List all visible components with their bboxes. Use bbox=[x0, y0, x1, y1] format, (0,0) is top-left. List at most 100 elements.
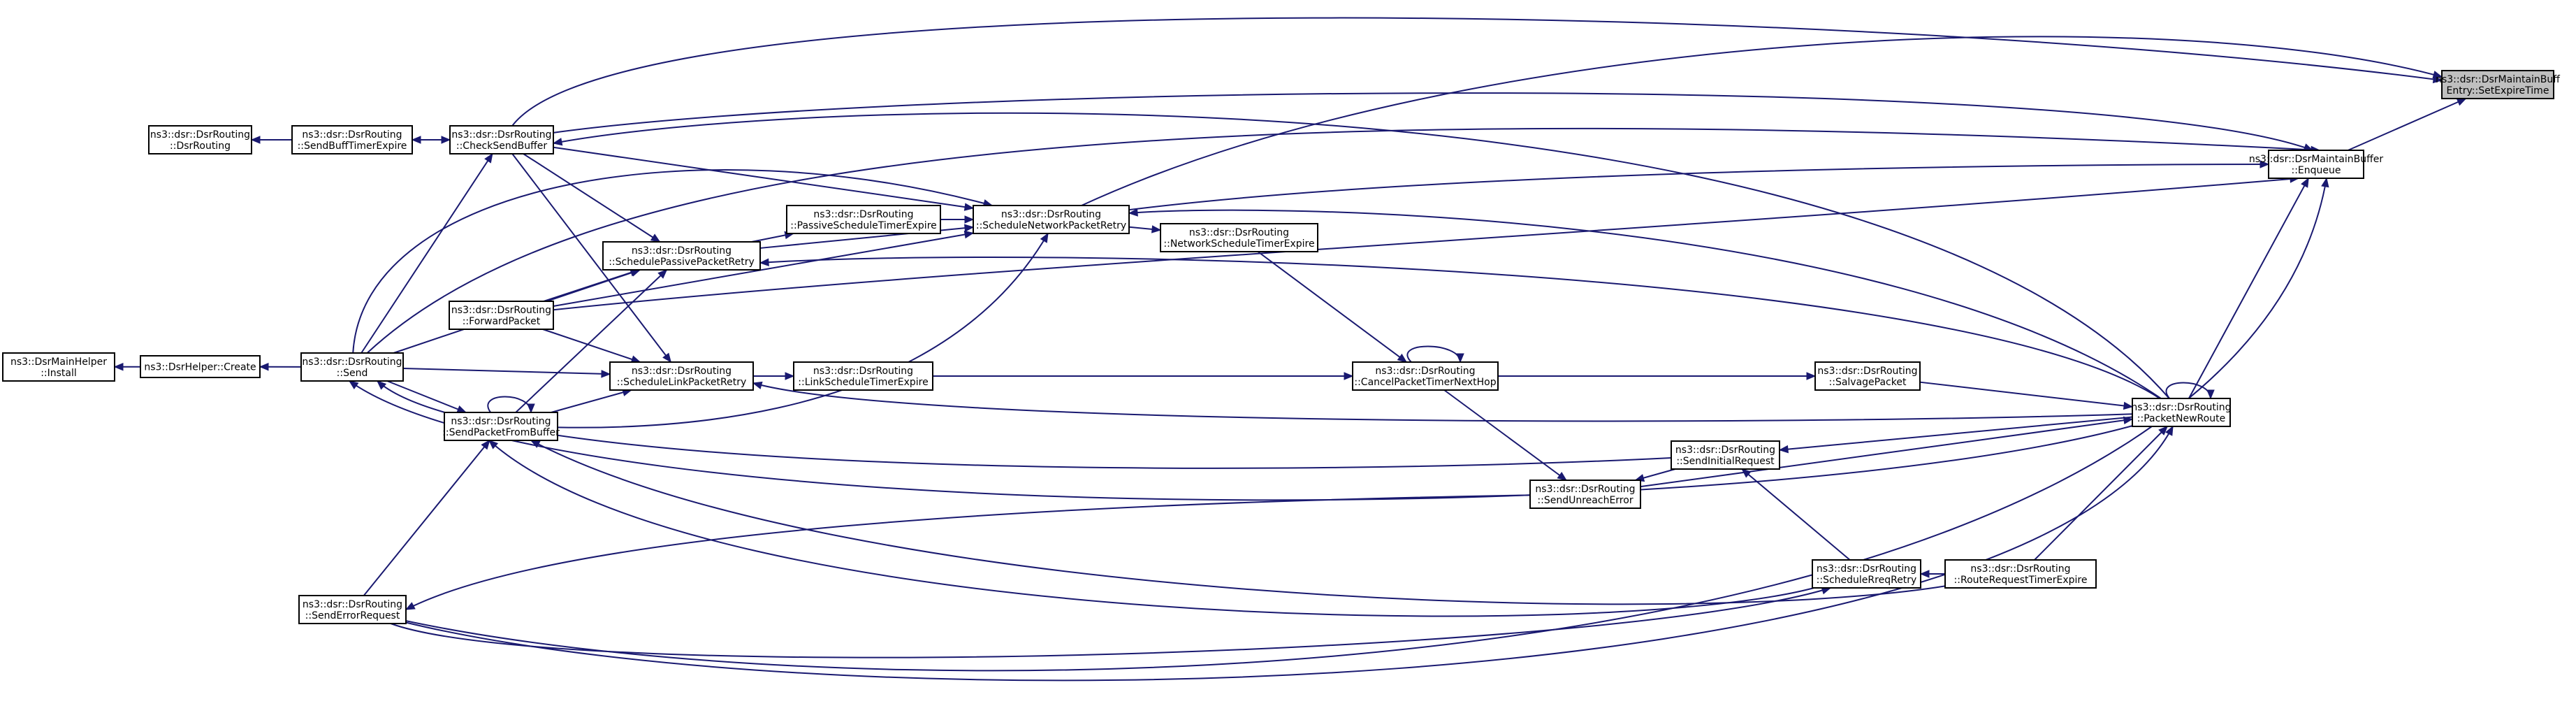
call-edge-check_send_buffer-to-schedule_link_retry bbox=[511, 153, 672, 363]
node-label-line: ns3::dsr::DsrRouting bbox=[451, 129, 551, 141]
arrowhead bbox=[963, 224, 975, 232]
call-edge-send_error_request-to-send_packet_from_buffer bbox=[363, 440, 490, 596]
node-helper-create[interactable]: ns3::DsrHelper::Create bbox=[140, 355, 261, 378]
node-maintain-set[interactable]: ns3::dsr::DsrMaintainBuffEntry::SetExpir… bbox=[2436, 70, 2560, 99]
node-send-packet-from-buffer[interactable]: ns3::dsr::DsrRouting::SendPacketFromBuff… bbox=[442, 412, 560, 441]
node-schedule-rreq-retry[interactable]: ns3::dsr::DsrRouting::ScheduleRreqRetry bbox=[1812, 559, 1921, 589]
arrowhead bbox=[552, 138, 563, 146]
arrowhead bbox=[1456, 353, 1464, 363]
node-label-line: ns3::dsr::DsrRouting bbox=[2131, 402, 2231, 413]
arrowhead bbox=[2432, 75, 2443, 84]
arrowhead bbox=[657, 269, 668, 279]
arrowhead bbox=[484, 152, 493, 164]
node-label-line: ::PassiveScheduleTimerExpire bbox=[790, 220, 937, 231]
node-box bbox=[148, 125, 252, 154]
node-box bbox=[786, 205, 941, 234]
node-label-line: ::DsrRouting bbox=[170, 141, 231, 152]
node-box bbox=[793, 361, 933, 391]
node-label-line: ns3::dsr::DsrRouting bbox=[302, 357, 402, 368]
node-schedule-passive-retry[interactable]: ns3::dsr::DsrRouting::SchedulePassivePac… bbox=[602, 241, 761, 271]
arrowhead bbox=[1344, 372, 1354, 380]
arrowhead bbox=[650, 233, 661, 243]
node-maintain-enqueue[interactable]: ns3::dsr::DsrMaintainBuffer::Enqueue bbox=[2249, 150, 2383, 179]
node-label-line: Entry::SetExpireTime bbox=[2447, 85, 2549, 96]
node-box bbox=[1529, 480, 1641, 509]
node-box bbox=[298, 595, 407, 624]
node-label-line: ns3::dsr::DsrRouting bbox=[1535, 484, 1635, 495]
node-box bbox=[973, 205, 1130, 234]
node-main-helper-install[interactable]: ns3::DsrMainHelper::Install bbox=[2, 352, 115, 382]
node-box bbox=[2268, 150, 2364, 179]
call-edge-send-to-schedule_network_retry bbox=[352, 169, 993, 354]
call-edge-schedule_rreq_retry-to-send_initial_request bbox=[1741, 468, 1851, 561]
call-edge-check_send_buffer-to-maintain_enqueue bbox=[553, 92, 2313, 151]
arrowhead bbox=[1397, 353, 1408, 363]
node-label-line: ns3::dsr::DsrRouting bbox=[1375, 366, 1475, 377]
node-label-line: ::ForwardPacket bbox=[463, 316, 541, 327]
node-link-schedule-timer[interactable]: ns3::dsr::DsrRouting::LinkScheduleTimerE… bbox=[793, 361, 933, 391]
node-schedule-network-retry[interactable]: ns3::dsr::DsrRouting::ScheduleNetworkPac… bbox=[973, 205, 1130, 234]
call-edge-network_schedule_timer-to-cancel_packet_timer bbox=[1257, 251, 1407, 363]
node-box bbox=[1944, 559, 2097, 589]
node-label-line: ::RouteRequestTimerExpire bbox=[1954, 575, 2088, 586]
node-forward-packet[interactable]: ns3::dsr::DsrRouting::ForwardPacket bbox=[449, 301, 554, 330]
call-edge-forward_packet-to-maintain_enqueue bbox=[553, 178, 2299, 311]
arrowhead bbox=[1557, 471, 1567, 481]
call-edge-packet_new_route-to-schedule_passive_retry bbox=[759, 256, 2160, 399]
node-label-line: ::LinkScheduleTimerExpire bbox=[798, 377, 928, 388]
node-label-line: ::ScheduleLinkPacketRetry bbox=[617, 377, 746, 388]
call-edge-maintain_enqueue-to-maintain_set bbox=[2348, 98, 2466, 151]
arrowhead bbox=[113, 363, 124, 371]
node-check-send-buffer[interactable]: ns3::dsr::DsrRouting::CheckSendBuffer bbox=[449, 125, 554, 154]
node-send-initial-request[interactable]: ns3::dsr::DsrRouting::SendInitialRequest bbox=[1671, 440, 1780, 470]
arrowhead bbox=[259, 362, 269, 371]
arrowhead bbox=[2158, 426, 2169, 435]
node-box bbox=[1671, 440, 1780, 470]
node-dsr-routing-ctor[interactable]: ns3::dsr::DsrRouting::DsrRouting bbox=[148, 125, 252, 154]
call-edge-send_initial_request-to-send bbox=[377, 380, 1672, 469]
node-label-line: ns3::dsr::DsrRouting bbox=[1817, 563, 1916, 575]
node-send[interactable]: ns3::dsr::DsrRouting::Send bbox=[300, 352, 404, 382]
call-edge-packet_new_route-to-maintain_enqueue bbox=[2188, 178, 2310, 399]
node-label-line: ns3::dsr::DsrRouting bbox=[1001, 209, 1101, 220]
node-network-schedule-timer[interactable]: ns3::dsr::DsrRouting::NetworkScheduleTim… bbox=[1160, 223, 1318, 252]
arrowhead bbox=[1741, 468, 1752, 478]
arrowhead bbox=[963, 203, 975, 211]
arrowhead bbox=[1919, 570, 1930, 578]
node-box bbox=[2, 352, 115, 382]
node-cancel-packet-timer[interactable]: ns3::dsr::DsrRouting::CancelPacketTimerN… bbox=[1352, 361, 1499, 391]
arrowhead bbox=[2456, 98, 2467, 106]
arrowhead bbox=[759, 258, 769, 266]
arrowhead bbox=[2123, 401, 2134, 410]
arrowhead bbox=[785, 372, 795, 380]
node-route-request-timer[interactable]: ns3::dsr::DsrRouting::RouteRequestTimerE… bbox=[1944, 559, 2097, 589]
node-send-buff-timer[interactable]: ns3::dsr::DsrRouting::SendBuffTimerExpir… bbox=[291, 125, 413, 154]
call-edge-send_unreach_error-to-send_error_request bbox=[405, 494, 1531, 610]
node-label-line: ::SchedulePassivePacketRetry bbox=[609, 257, 755, 268]
arrowhead bbox=[456, 405, 467, 413]
arrowhead bbox=[2260, 160, 2270, 168]
node-box bbox=[2132, 398, 2231, 427]
call-edge-send_packet_from_buffer-to-schedule_link_retry bbox=[551, 389, 632, 413]
arrowhead bbox=[964, 215, 975, 224]
node-send-error-request[interactable]: ns3::dsr::DsrRouting::SendErrorRequest bbox=[298, 595, 407, 624]
arrowhead bbox=[1040, 232, 1049, 243]
node-box bbox=[2441, 70, 2554, 99]
node-packet-new-route[interactable]: ns3::dsr::DsrRouting::PacketNewRoute bbox=[2131, 398, 2232, 427]
node-label-line: ::CancelPacketTimerNextHop bbox=[1354, 377, 1496, 388]
node-label-line: ns3::dsr::DsrRouting bbox=[1189, 227, 1289, 238]
call-edge-send-to-check_send_buffer bbox=[361, 153, 493, 354]
arrowhead bbox=[527, 403, 535, 414]
node-label-line: ::SendPacketFromBuffer bbox=[442, 427, 560, 438]
call-edge-send-to-schedule_link_retry bbox=[402, 368, 611, 375]
node-passive-schedule-timer[interactable]: ns3::dsr::DsrRouting::PassiveScheduleTim… bbox=[786, 205, 941, 234]
node-label-line: ::Install bbox=[41, 368, 77, 379]
node-salvage-packet[interactable]: ns3::dsr::DsrRouting::SalvagePacket bbox=[1814, 361, 1921, 391]
arrowhead bbox=[601, 370, 611, 378]
call-edge-forward_packet-to-schedule_passive_retry bbox=[543, 269, 640, 302]
node-schedule-link-retry[interactable]: ns3::dsr::DsrRouting::ScheduleLinkPacket… bbox=[609, 361, 754, 391]
node-box bbox=[1160, 223, 1318, 252]
node-send-unreach-error[interactable]: ns3::dsr::DsrRouting::SendUnreachError bbox=[1529, 480, 1641, 509]
arrowhead bbox=[752, 381, 763, 389]
node-label-line: ns3::dsr::DsrMaintainBuff bbox=[2436, 74, 2560, 85]
